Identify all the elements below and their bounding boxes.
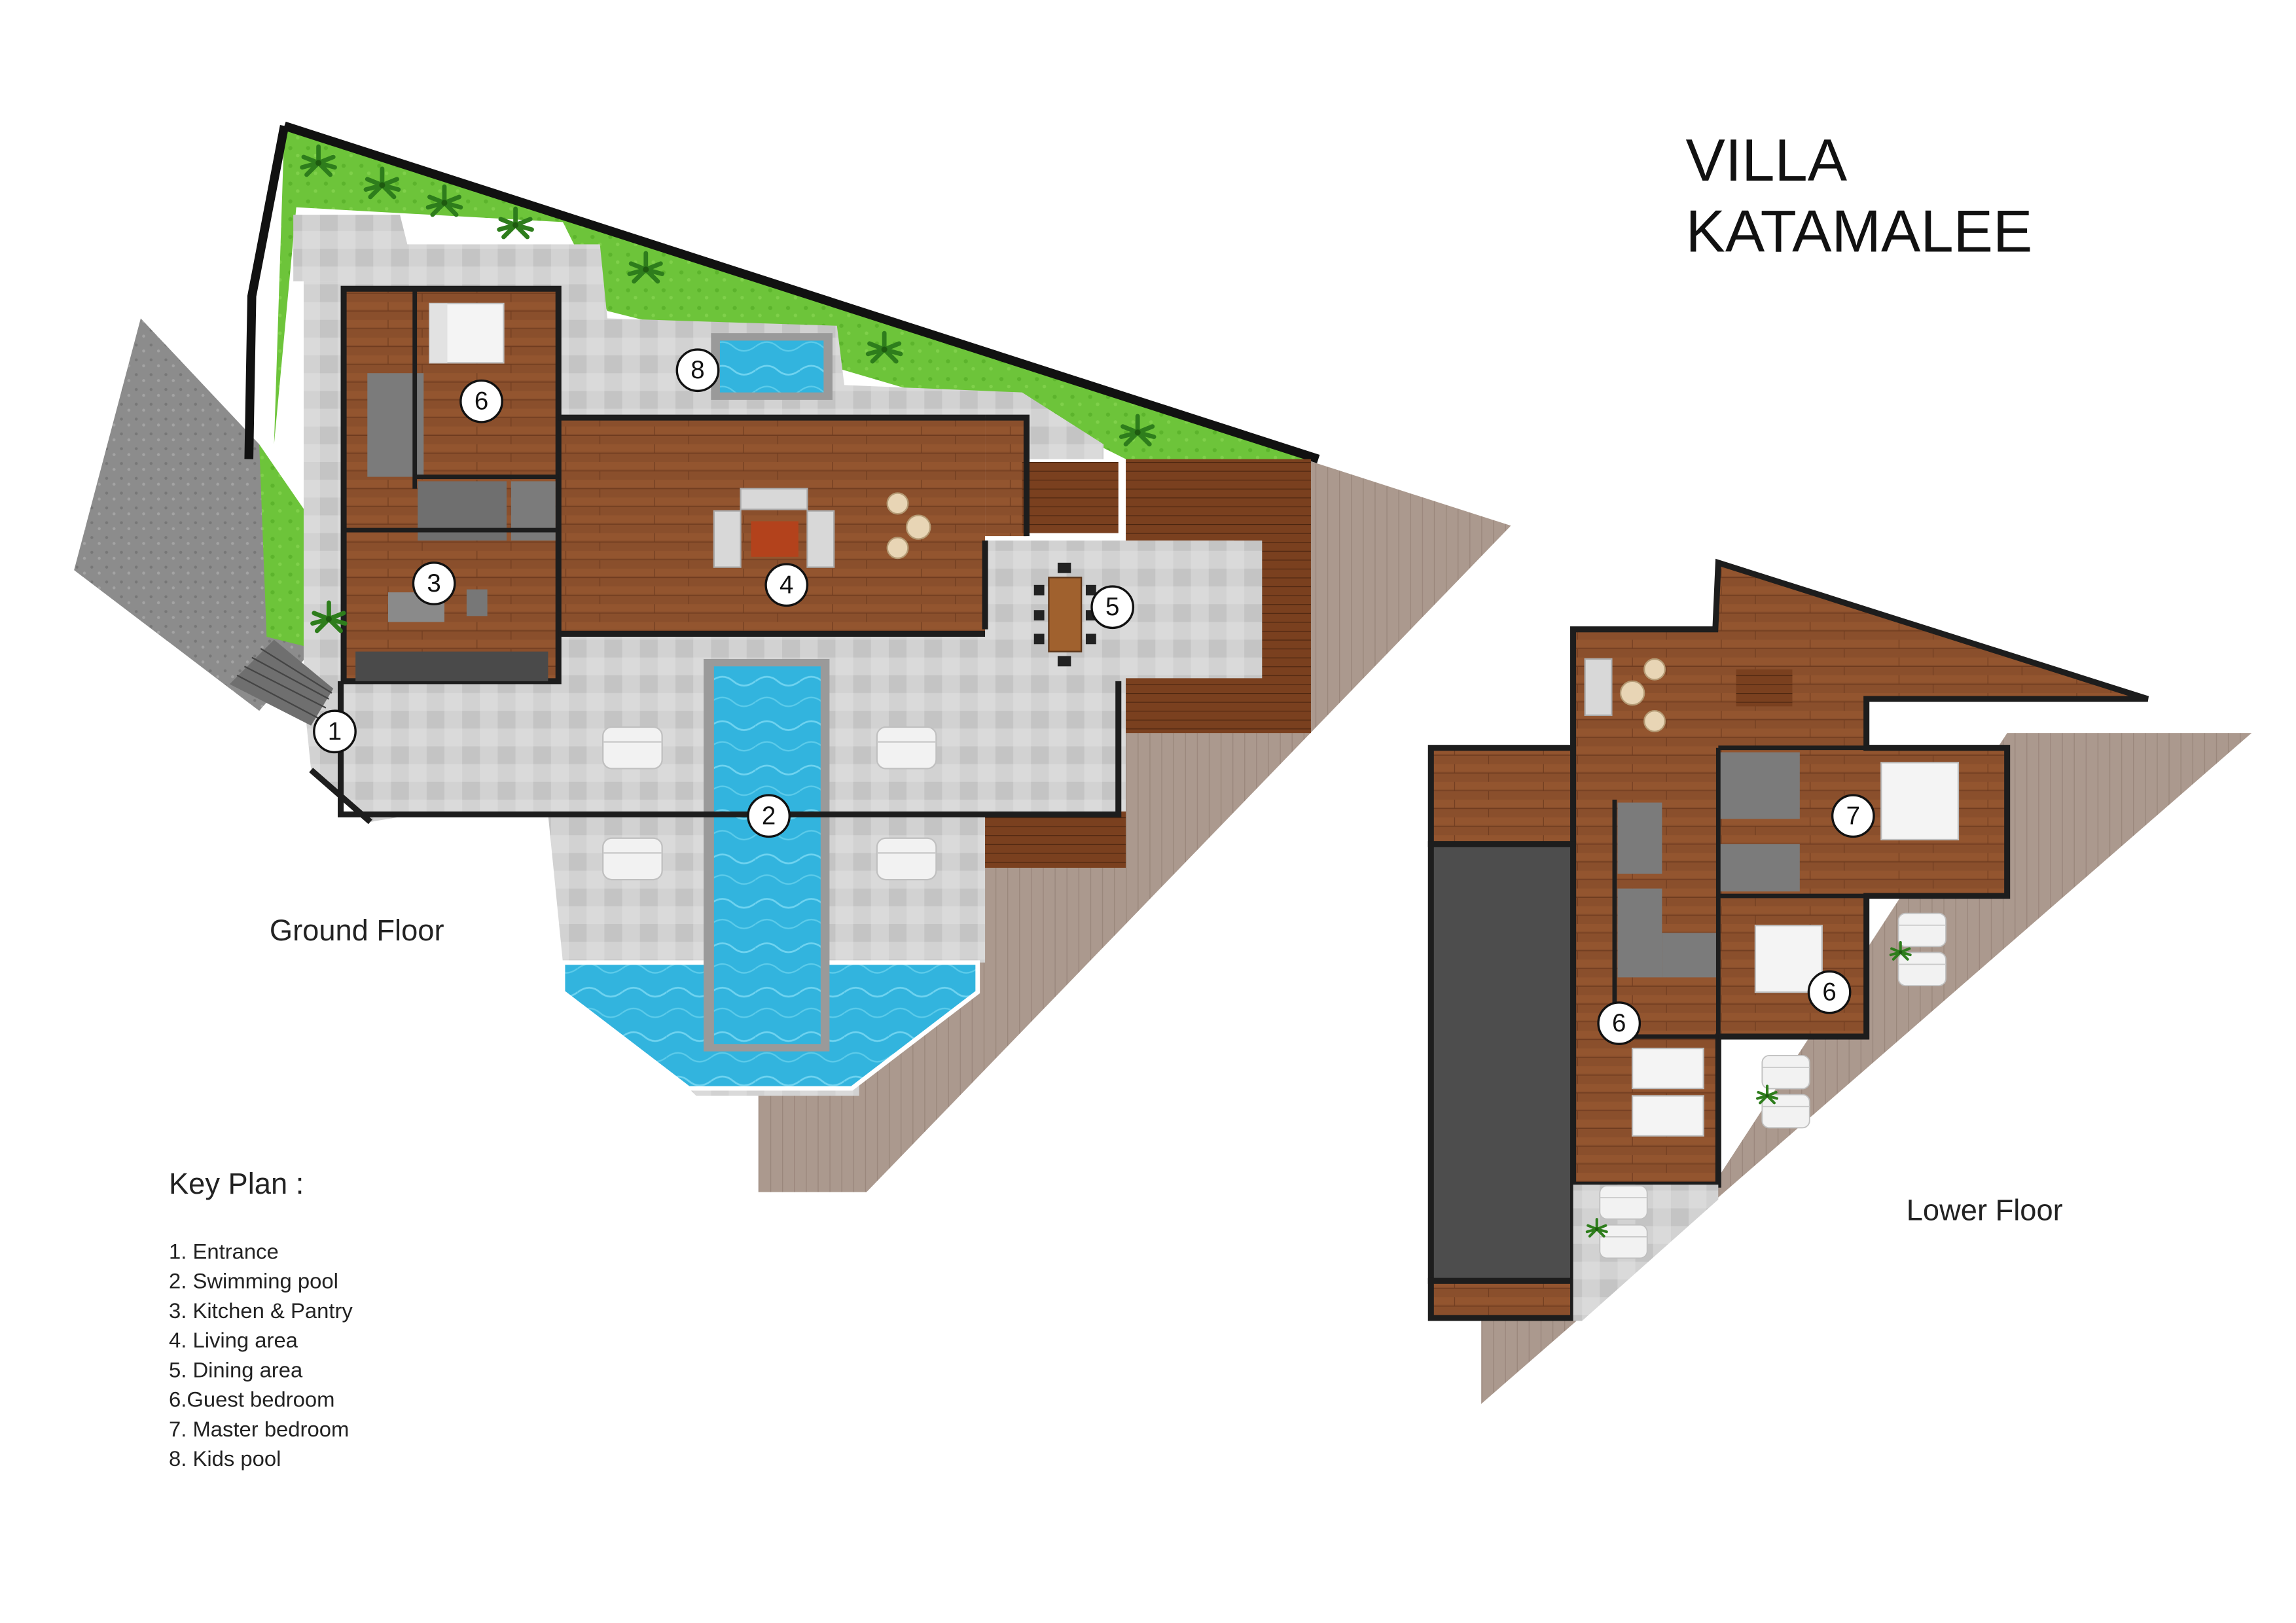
key-item: 6.Guest bedroom <box>169 1387 334 1412</box>
boundary-wall-west <box>244 125 289 459</box>
master-wc <box>1718 844 1800 892</box>
marker-guest-lower-a: 6 <box>1807 970 1852 1014</box>
kitchen-counter <box>355 651 548 681</box>
svg-text:6: 6 <box>475 387 488 416</box>
twin-bed-a <box>1631 1047 1704 1090</box>
guest-wc <box>1662 933 1719 978</box>
pool-deck-steps <box>985 811 1126 868</box>
villa-title-line1: VILLA <box>1686 128 1848 194</box>
lower-floor-label: Lower Floor <box>1907 1194 2063 1227</box>
lower-stairs <box>1736 669 1793 707</box>
lower-garage <box>1427 841 1577 1284</box>
guest-bath-a <box>1617 802 1662 874</box>
key-plan: Key Plan : 1. Entrance 2. Swimming pool … <box>169 1167 353 1471</box>
marker-kitchen: 3 <box>412 562 456 605</box>
driveway <box>74 318 326 711</box>
sun-lounger <box>602 726 663 770</box>
svg-text:3: 3 <box>427 569 440 597</box>
twin-bed-b <box>1631 1095 1704 1137</box>
svg-text:6: 6 <box>1822 978 1836 1007</box>
key-plan-title: Key Plan : <box>169 1167 304 1200</box>
kids-pool <box>719 340 824 393</box>
marker-kids-pool: 8 <box>675 348 720 393</box>
boundary-wall <box>283 121 1320 463</box>
marker-dining: 5 <box>1090 585 1135 630</box>
sun-lounger <box>602 837 663 881</box>
entrance-steps <box>229 639 334 726</box>
lower-storage <box>1427 745 1577 847</box>
key-item: 5. Dining area <box>169 1357 303 1382</box>
lap-pool <box>713 666 821 1044</box>
room-markers: 1 2 3 4 5 6 8 7 6 6 <box>313 348 1875 1045</box>
ground-floor-plan <box>74 121 1511 1192</box>
svg-text:1: 1 <box>328 717 342 745</box>
key-item: 2. Swimming pool <box>169 1269 338 1293</box>
marker-swimming-pool: 2 <box>747 794 791 838</box>
guest-bath-b <box>1617 888 1662 978</box>
key-item: 3. Kitchen & Pantry <box>169 1298 353 1323</box>
key-item: 8. Kids pool <box>169 1446 281 1471</box>
ground-floor-label: Ground Floor <box>270 914 444 947</box>
svg-text:2: 2 <box>762 802 776 830</box>
living-sofa-set <box>713 488 835 568</box>
key-item: 7. Master bedroom <box>169 1417 349 1441</box>
svg-text:7: 7 <box>1846 802 1860 830</box>
key-item: 1. Entrance <box>169 1239 279 1263</box>
master-bath <box>1718 752 1800 819</box>
svg-text:6: 6 <box>1612 1009 1626 1037</box>
lower-sofa <box>1584 658 1613 717</box>
villa-title-line2: KATAMALEE <box>1686 199 2033 265</box>
sun-lounger <box>876 726 937 770</box>
marker-living: 4 <box>764 563 809 607</box>
lower-entry <box>1427 1277 1577 1321</box>
svg-text:4: 4 <box>780 571 793 599</box>
sun-lounger <box>876 837 937 881</box>
svg-text:5: 5 <box>1105 593 1119 621</box>
deck-steps <box>1022 461 1119 533</box>
marker-entrance: 1 <box>313 709 357 754</box>
appliance <box>466 589 488 616</box>
marker-master-lower: 7 <box>1831 794 1875 838</box>
marker-guest-lower-b: 6 <box>1597 1001 1641 1045</box>
marker-guest-ground: 6 <box>459 379 503 423</box>
master-bed <box>1880 762 1960 841</box>
living-extension <box>985 418 1027 537</box>
svg-text:8: 8 <box>691 356 704 384</box>
stepped-deck <box>1126 459 1311 734</box>
key-item: 4. Living area <box>169 1328 298 1352</box>
